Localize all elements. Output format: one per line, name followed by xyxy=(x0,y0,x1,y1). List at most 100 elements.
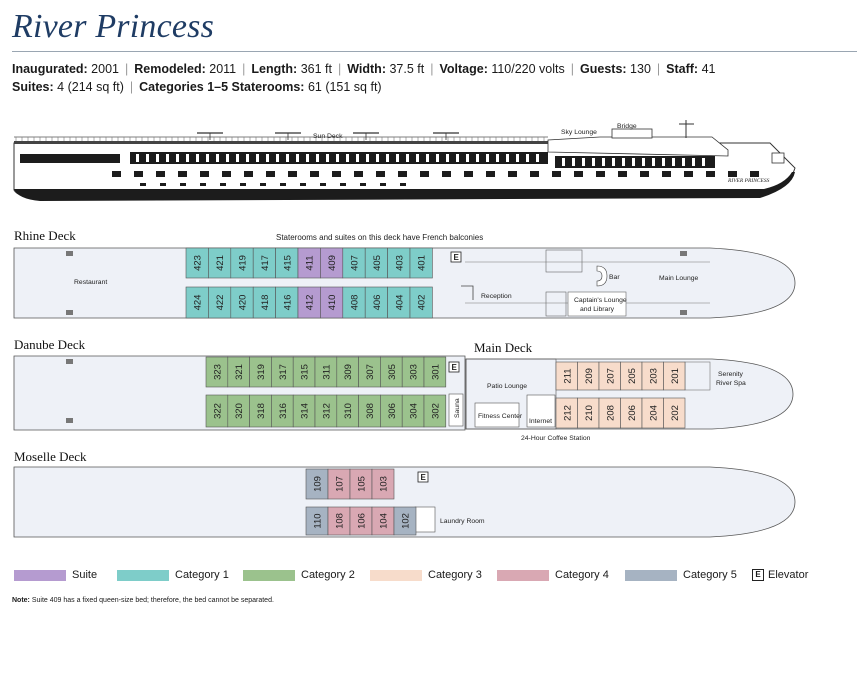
cabin-number: 318 xyxy=(256,403,267,419)
cabin-311: 311 xyxy=(314,356,338,388)
library-label: and Library xyxy=(580,306,615,313)
cabin-107: 107 xyxy=(327,468,351,500)
legend-category-5: Category 5 xyxy=(625,569,737,581)
cabin-number: 201 xyxy=(670,368,681,384)
cabin-number: 104 xyxy=(379,513,390,529)
cabin-number: 315 xyxy=(300,364,311,380)
window-mullion xyxy=(296,154,299,162)
cabin-number: 408 xyxy=(350,295,361,311)
cabin-number: 410 xyxy=(327,295,338,311)
cabin-421: 421 xyxy=(208,247,232,279)
elevator-icon: E xyxy=(752,569,764,581)
bar-label: Bar xyxy=(609,274,620,281)
restaurant-label: Restaurant xyxy=(74,279,107,286)
cabin-number: 401 xyxy=(417,255,428,271)
spec-item: Remodeled: 2011 xyxy=(134,62,237,76)
spec-separator: | xyxy=(124,62,129,76)
cabin-number: 102 xyxy=(401,513,412,529)
spec-item: Width: 37.5 ft xyxy=(347,62,425,76)
cabin-302: 302 xyxy=(423,394,447,428)
cabin-window xyxy=(332,171,341,177)
cabin-109: 109 xyxy=(305,468,329,500)
window-mullion xyxy=(336,154,339,162)
cabin-204: 204 xyxy=(641,397,664,429)
cabin-window xyxy=(574,171,583,177)
window-mullion xyxy=(286,154,289,162)
spec-item: Suites: 4 (214 sq ft) xyxy=(12,80,124,94)
cabin-105: 105 xyxy=(349,468,373,500)
cabin-418: 418 xyxy=(252,286,276,319)
internet-room xyxy=(526,394,556,428)
cabin-number: 204 xyxy=(648,405,659,421)
sauna-label: Sauna xyxy=(454,398,461,418)
cabin-number: 209 xyxy=(584,368,595,384)
danube-elevator-icon xyxy=(448,361,460,373)
cabin-422: 422 xyxy=(208,286,232,319)
cabin-412: 412 xyxy=(297,286,321,319)
porthole xyxy=(400,183,406,186)
cabin-208: 208 xyxy=(598,397,621,429)
cabin-406: 406 xyxy=(364,286,388,319)
captains-lounge-room xyxy=(567,291,627,317)
legend-category-2: Category 2 xyxy=(243,569,355,581)
porthole xyxy=(340,183,346,186)
cabin-323: 323 xyxy=(205,356,229,388)
cabin-number: 412 xyxy=(305,295,316,311)
cabin-window xyxy=(420,171,429,177)
cabin-102: 102 xyxy=(393,506,417,536)
cabin-number: 415 xyxy=(282,255,293,271)
legend-swatch xyxy=(370,569,422,581)
window-mullion xyxy=(476,154,479,162)
cabin-window xyxy=(684,171,693,177)
window-mullion xyxy=(366,154,369,162)
cabin-103: 103 xyxy=(371,468,395,500)
window-mullion xyxy=(416,154,419,162)
title-divider xyxy=(12,51,857,52)
window-mullion xyxy=(196,154,199,162)
cabin-410: 410 xyxy=(320,286,344,319)
cabin-411: 411 xyxy=(297,247,321,279)
spec-item: Guests: 130 xyxy=(580,62,651,76)
porthole xyxy=(180,183,186,186)
legend-swatch xyxy=(14,569,66,581)
cabin-318: 318 xyxy=(249,394,272,428)
cabin-window xyxy=(706,171,715,177)
legend-swatch xyxy=(117,569,169,581)
porthole xyxy=(260,183,266,186)
cabin-number: 316 xyxy=(278,403,289,419)
legend-suite: Suite xyxy=(14,569,97,581)
cabin-number: 108 xyxy=(335,513,346,529)
cabin-window xyxy=(728,171,737,177)
cabin-number: 103 xyxy=(379,476,390,492)
spec-separator: | xyxy=(129,80,134,94)
cabin-number: 304 xyxy=(409,403,420,419)
window-mullion xyxy=(226,154,229,162)
window-mullion xyxy=(156,154,159,162)
window-mullion xyxy=(516,154,519,162)
cabin-window xyxy=(134,171,143,177)
cabin-307: 307 xyxy=(358,356,381,388)
cabin-number: 417 xyxy=(260,255,271,271)
cabin-number: 206 xyxy=(627,405,638,421)
legend-category-4: Category 4 xyxy=(497,569,609,581)
cabin-window xyxy=(222,171,231,177)
cabin-number: 407 xyxy=(350,255,361,271)
window-mullion xyxy=(136,154,139,162)
rhine-balcony-note: Staterooms and suites on this deck have … xyxy=(276,233,483,242)
spec-separator: | xyxy=(242,62,246,76)
cabin-321: 321 xyxy=(227,356,250,388)
cabin-110: 110 xyxy=(305,506,329,536)
window-mullion xyxy=(386,154,389,162)
cabin-209: 209 xyxy=(577,361,600,391)
cabin-number: 311 xyxy=(321,364,332,379)
cabin-205: 205 xyxy=(620,361,643,391)
cabin-316: 316 xyxy=(271,394,294,428)
cabin-310: 310 xyxy=(336,394,359,428)
cabin-314: 314 xyxy=(292,394,316,428)
window-mullion xyxy=(426,154,429,162)
window-mullion xyxy=(506,154,509,162)
cabin-416: 416 xyxy=(275,286,299,319)
cabin-number: 303 xyxy=(409,364,420,380)
cabin-window xyxy=(354,171,363,177)
